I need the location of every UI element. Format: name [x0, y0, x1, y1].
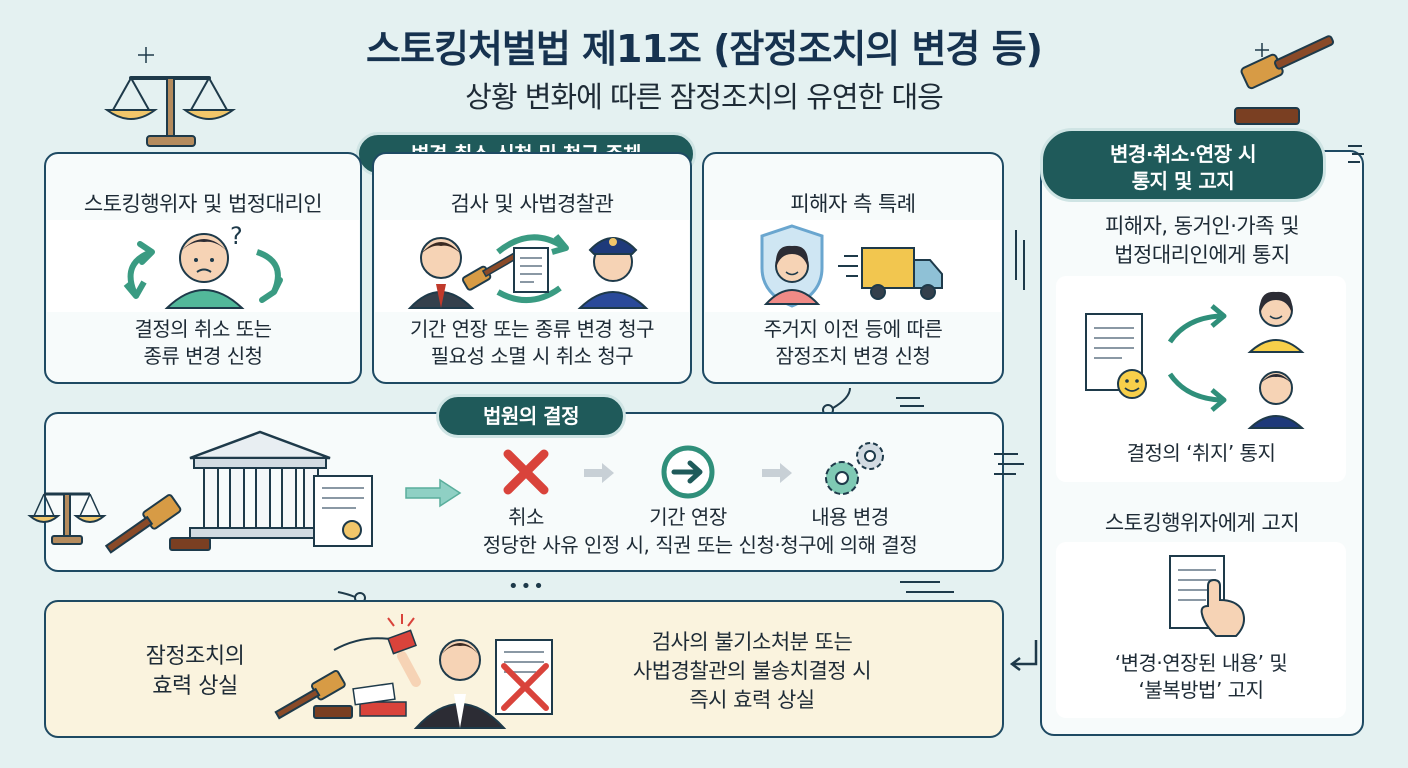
court-caption: 정당한 사유 인정 시, 직권 또는 신청·청구에 의해 결정: [482, 533, 918, 557]
connector-decoration: [994, 453, 1024, 475]
offender-notice-heading: 스토킹행위자에게 고지: [1104, 511, 1300, 535]
notice-label: 변경·취소·연장 시 통지 및 고지: [1040, 128, 1326, 202]
victim-notice-heading: 피해자, 동거인·가족 및 법정대리인에게 통지: [1104, 214, 1300, 267]
courthouse-icon: [104, 430, 373, 554]
card-title: 스토킹행위자 및 법정대리인: [83, 192, 323, 216]
confused-person-icon: ?: [123, 222, 283, 309]
chevron-right-icon: [584, 463, 614, 483]
court-label: 법원의 결정: [436, 394, 626, 438]
card-title: 피해자 측 특례: [790, 192, 916, 216]
extend-arrow-icon: [661, 445, 715, 499]
cancel-x-icon: [503, 449, 549, 495]
sparkle-icon: [1255, 43, 1269, 57]
connector-decoration: [1015, 230, 1025, 290]
chevron-right-icon: [762, 463, 792, 483]
card-text: 결정의 취소 또는 종류 변경 신청: [134, 317, 272, 368]
return-arrow-icon: [1009, 640, 1038, 671]
page-subtitle: 상황 변화에 따른 잠정조치의 유연한 대응: [465, 80, 944, 114]
document-notify-icon: [1085, 291, 1305, 429]
option-modify-label: 내용 변경: [811, 505, 889, 529]
ellipsis-decoration: •••: [508, 576, 546, 597]
expiry-title: 잠정조치의 효력 상실: [145, 644, 245, 699]
arrow-right-icon: [405, 478, 462, 508]
scale-icon: [27, 492, 107, 545]
svg-text:?: ?: [230, 222, 243, 250]
connector-decoration: [900, 581, 954, 593]
gavel-icon: [1234, 35, 1335, 125]
page-title: 스토킹처벌법 제11조 (잠정조치의 변경 등): [366, 27, 1043, 71]
card-title: 검사 및 사법경찰관: [450, 192, 614, 216]
victim-notice-caption: 결정의 ‘취지’ 통지: [1126, 441, 1276, 465]
expiry-text: 검사의 불기소처분 또는 사법경찰관의 불송치결정 시 즉시 효력 상실: [632, 630, 872, 712]
card-text: 주거지 이전 등에 따른 잠정조치 변경 신청: [763, 317, 943, 368]
connector-decoration: [822, 387, 924, 416]
option-extend-label: 기간 연장: [649, 505, 727, 529]
gear-icon: [825, 442, 884, 495]
document-tap-icon: [1169, 555, 1245, 637]
prosecutor-police-icon: [407, 234, 649, 309]
connector-decoration: [1348, 145, 1364, 163]
prosecutor-dismissal-icon: [274, 614, 553, 729]
offender-notice-text: ‘변경·연장된 내용’ 및 ‘불복방법’ 고지: [1114, 651, 1288, 702]
card-text: 기간 연장 또는 종류 변경 청구 필요성 소멸 시 취소 청구: [409, 317, 655, 368]
victim-relocation-icon: [760, 224, 943, 308]
sparkle-icon: [138, 47, 154, 63]
option-cancel-label: 취소: [508, 505, 544, 529]
scale-icon: [103, 76, 237, 147]
